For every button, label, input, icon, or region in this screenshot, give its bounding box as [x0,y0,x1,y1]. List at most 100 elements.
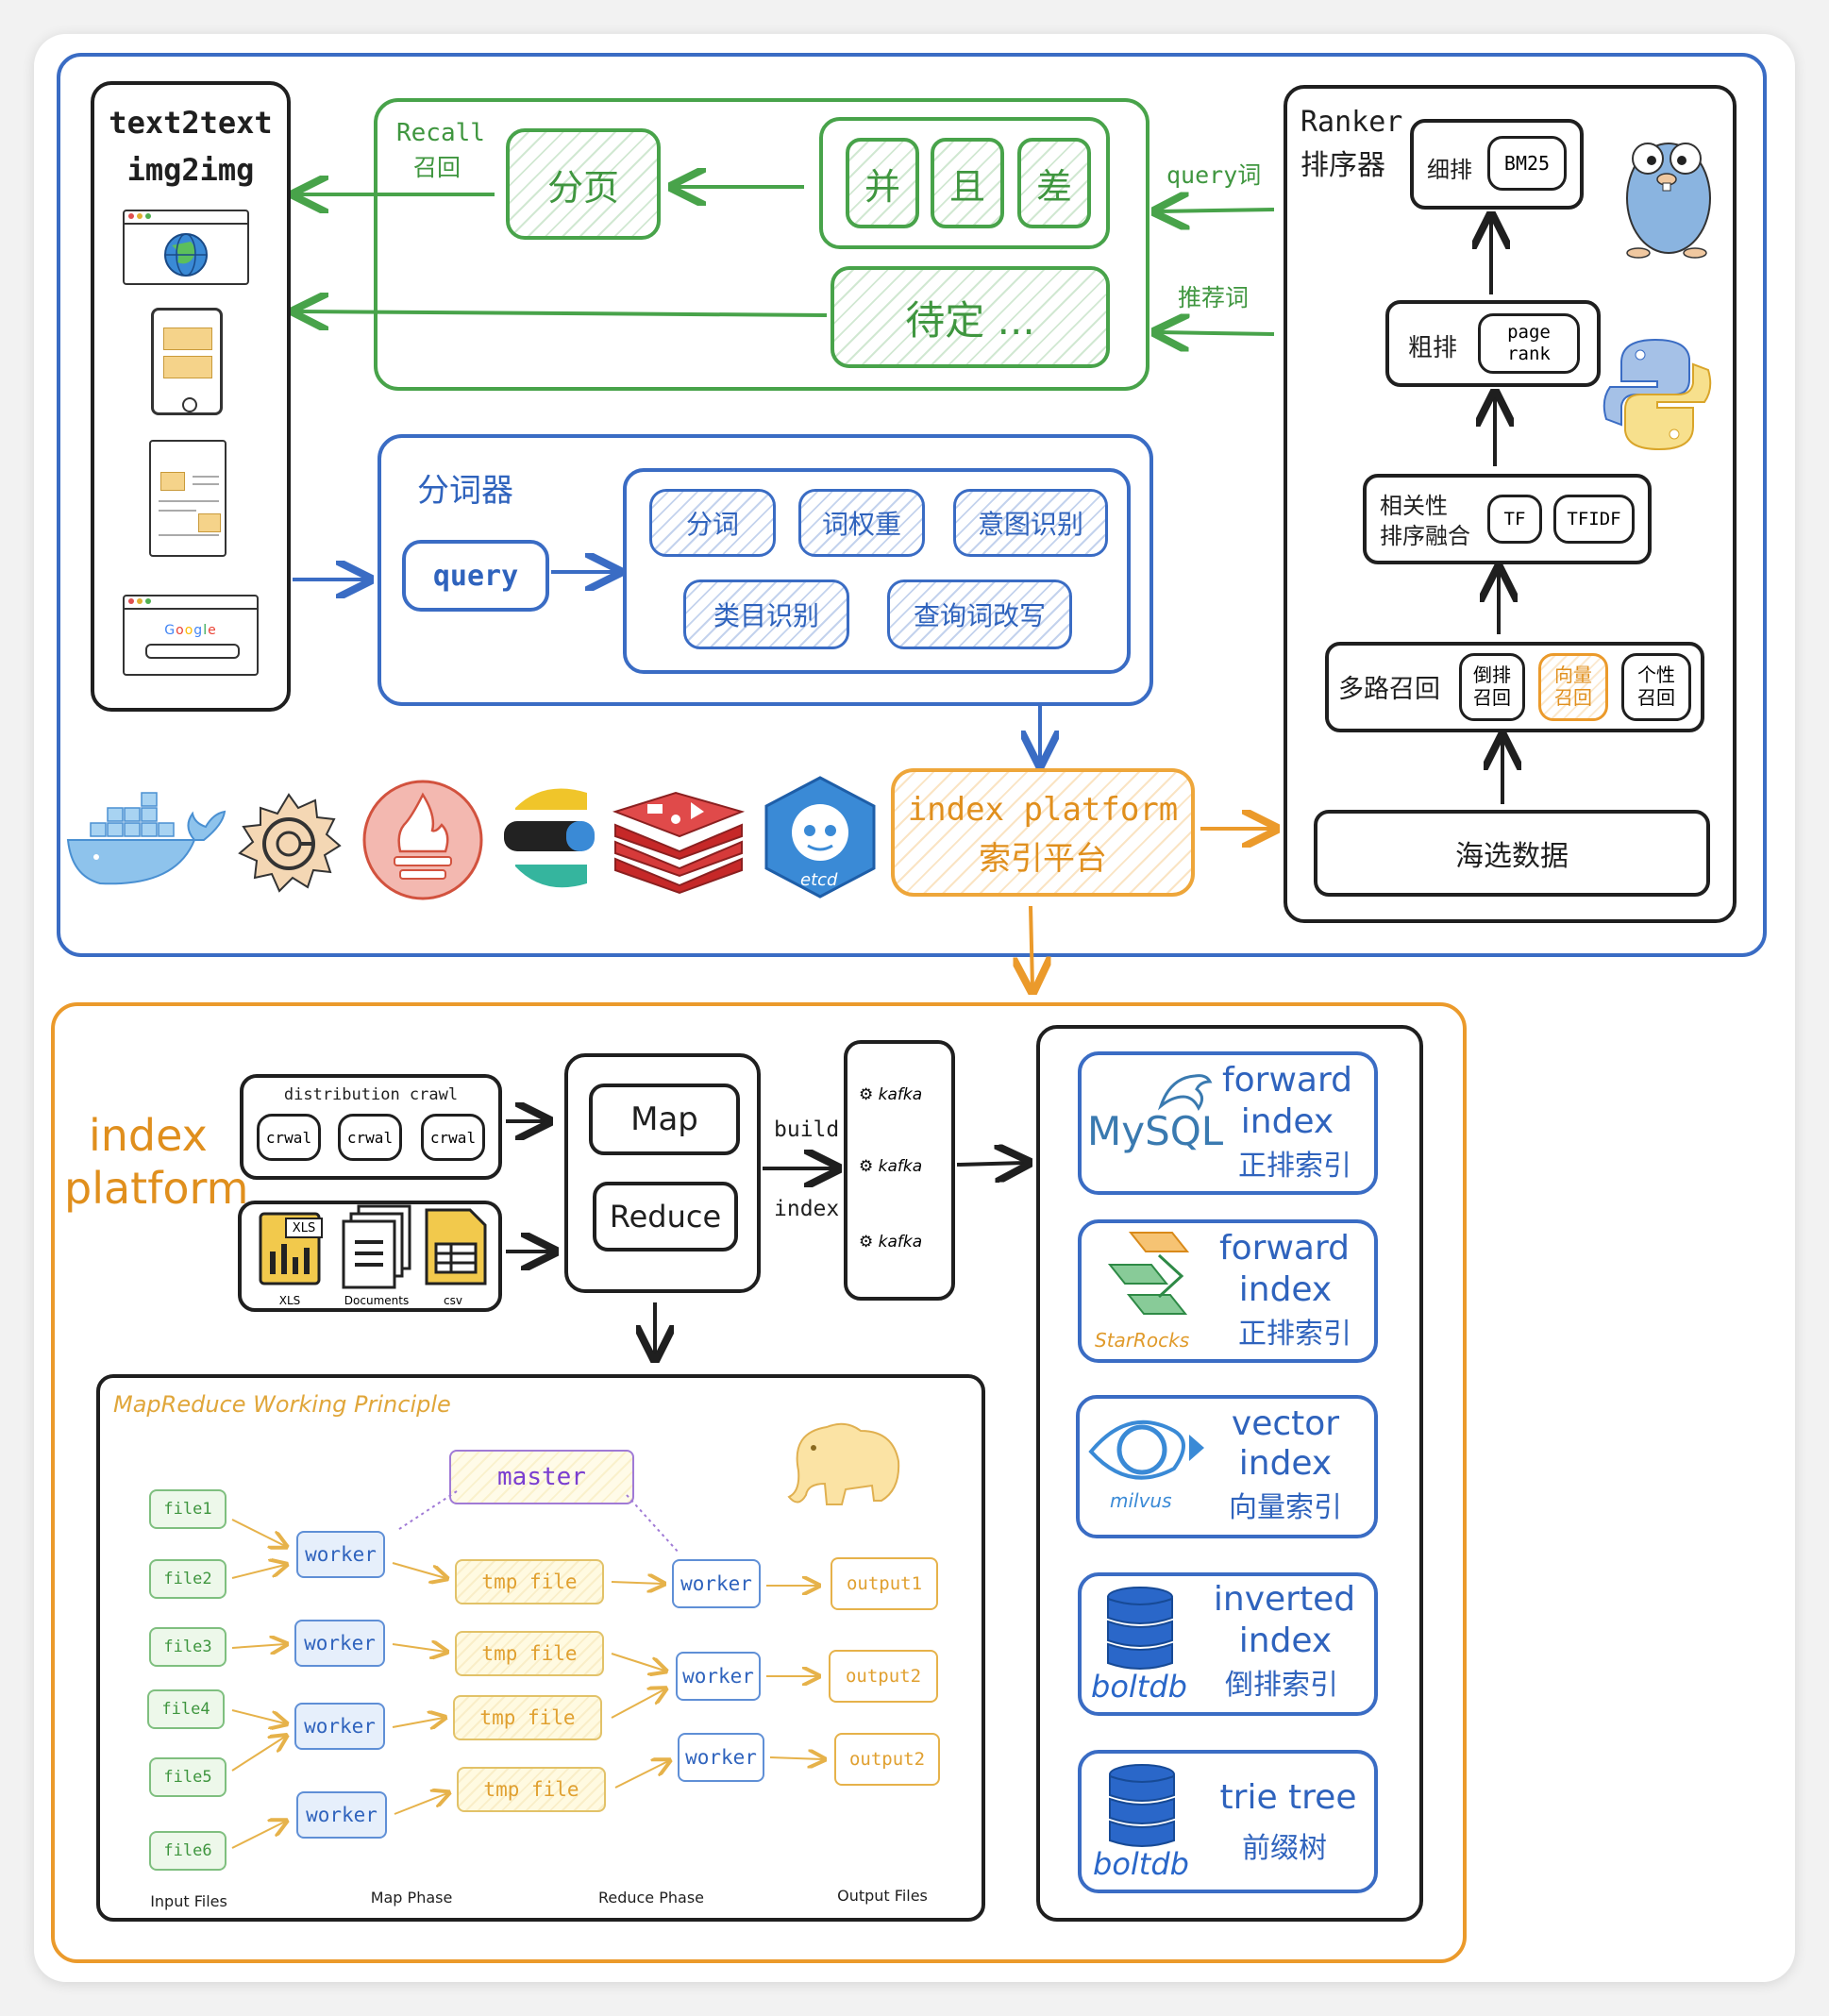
phase-reduce: Reduce Phase [597,1888,705,1907]
documents-file-icon [342,1204,411,1289]
crawler-1: crwal [257,1114,321,1161]
phase-map: Map Phase [370,1888,453,1907]
gopher-mascot-icon [1626,143,1711,259]
mr-file-2: file2 [149,1559,227,1599]
mr-map-worker-1: worker [296,1531,385,1578]
recommend-word-label: 推荐词 [1178,284,1250,311]
media-panel [91,81,291,712]
csv-file-icon [425,1208,487,1285]
mr-file-6: file6 [149,1831,227,1871]
google-logo-icon: Google [164,623,217,638]
starrocks-index-line1: forward [1218,1228,1351,1268]
docker-logo-icon [66,792,227,885]
index-platform-box [891,768,1195,897]
kafka-icon: ⚙ [859,1157,874,1176]
arrow-worker4-tmp4 [394,1793,447,1815]
mr-output-2: output2 [829,1650,938,1703]
mr-file-1: file1 [149,1489,227,1529]
tfidf-box: TFIDF [1553,495,1635,544]
kafka-item-1: ⚙ kafka [859,1085,922,1104]
index-platform-en: index platform [907,791,1179,829]
op-intersect: 且 [931,138,1004,228]
etcd-logo-icon: etcd [764,776,876,899]
arrow-tmp3-rworker2 [611,1689,664,1719]
hadoop-elephant-icon [787,1422,900,1505]
arrow-worker1-tmp1 [392,1562,445,1578]
tokenizer-frame [378,434,1153,706]
arrow-tmp1-rworker1 [611,1582,663,1584]
crawl-title: distribution crawl [283,1085,459,1104]
inverted-recall-box: 倒排 召回 [1459,653,1525,721]
mr-principle-title: MapReduce Working Principle [113,1391,451,1418]
mr-reduce-worker-1: worker [672,1559,761,1608]
starrocks-index-line2: index [1238,1269,1333,1309]
func-segmentation: 分词 [649,489,776,557]
mr-tmp-file-4: tmp file [457,1767,606,1812]
mr-map-worker-3: worker [294,1703,385,1750]
tokenizer-title: 分词器 [417,472,513,510]
pagerank-box: page rank [1478,313,1580,374]
tablet-icon [151,308,223,415]
mapreduce-box [564,1053,761,1293]
mr-principle-frame [96,1374,985,1922]
arrow-query-word-in [1159,210,1275,211]
phase-input-files: Input Files [150,1891,227,1910]
trie-tree-zh: 前缀树 [1242,1832,1327,1865]
kafka-label-2: kafka [878,1157,923,1176]
op-difference: 差 [1017,138,1091,228]
mysql-logo: MySQL [1087,1108,1224,1154]
personal-recall-line1: 个性 [1637,664,1675,686]
arrow-kafka-to-index-types [956,1163,1025,1165]
tokenizer-funcs-group [623,468,1131,674]
ranker-title-en: Ranker [1300,106,1403,139]
starrocks-forward-index-card [1078,1219,1378,1363]
python-logo-icon [1602,338,1712,451]
mysql-index-zh: 正排索引 [1238,1150,1351,1183]
database-icon [1109,1764,1175,1847]
func-term-weight: 词权重 [798,489,925,557]
inverted-index-line1: inverted [1213,1579,1356,1619]
reduce-box: Reduce [593,1182,738,1252]
kafka-icon: ⚙ [859,1233,874,1252]
starrocks-logo-icon [1107,1232,1190,1315]
trie-tree-label: trie tree [1219,1777,1357,1817]
arrow-tmp4-rworker3 [614,1761,668,1789]
map-box: Map [589,1084,740,1155]
svg-text:etcd: etcd [800,870,838,890]
redis-logo-icon [612,791,746,895]
build-label: build [774,1117,840,1142]
arrow-index-to-platform [1031,905,1032,987]
dotted-master-to-map [395,1490,458,1532]
inverted-index-zh: 倒排索引 [1225,1669,1338,1702]
mr-reduce-worker-2: worker [676,1652,761,1701]
starrocks-logo-text: StarRocks [1095,1329,1190,1352]
milvus-logo-text: milvus [1110,1489,1172,1512]
func-query-rewrite: 查询词改写 [887,580,1072,649]
data-source-box: 海选数据 [1314,810,1710,897]
arrow-pending-to-panel [298,311,828,315]
arrow-rworker3-output3 [769,1757,823,1759]
arrow-file5-worker3 [231,1737,285,1772]
milvus-index-line2: index [1238,1443,1333,1483]
personal-recall-box: 个性 召回 [1621,653,1691,721]
milvus-index-zh: 向量索引 [1229,1491,1342,1524]
xls-badge: XLS [285,1218,323,1238]
search-engine-frame [57,53,1767,957]
pagerank-line2: rank [1507,344,1551,364]
pagerank-line1: page [1507,322,1551,343]
mr-tmp-file-1: tmp file [455,1559,604,1604]
starrocks-index-zh: 正排索引 [1238,1318,1351,1351]
arrow-file6-worker4 [231,1822,285,1849]
index-types-frame [1036,1025,1423,1922]
panel-title-img2img: img2img [126,152,255,188]
mysql-forward-index-card [1078,1051,1378,1195]
boltdb-logo-text-2: boltdb [1093,1846,1189,1882]
fine-rank-label: 细排 [1427,157,1472,183]
kafka-label-1: kafka [878,1085,923,1104]
grafana-logo-icon [238,793,342,893]
op-union: 并 [846,138,919,228]
documents-label: Documents [344,1294,410,1307]
set-ops-group [819,117,1110,249]
browser-window-icon [123,210,249,285]
mysql-index-line1: forward [1221,1060,1353,1100]
